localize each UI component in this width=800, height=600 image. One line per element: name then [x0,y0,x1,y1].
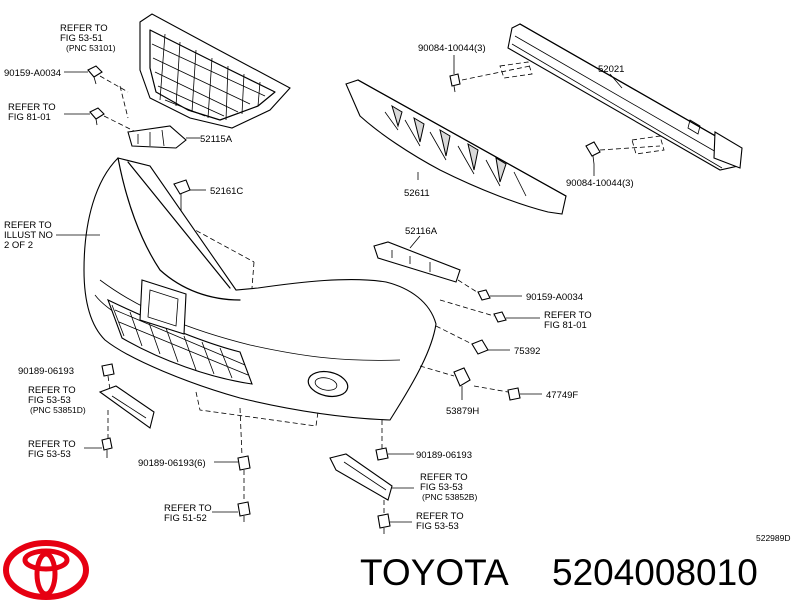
ref-5152-line1: REFER TO [164,503,212,514]
part-90159-right: 90159-A0034 [526,292,583,303]
part-90189-six: 90189-06193(6) [138,458,206,469]
screw-47749F [507,387,521,401]
clip-75392 [471,339,489,355]
bumper-reinforcement-52021 [507,23,743,171]
clip-90159-top [87,65,103,85]
grille-ref-line3: (PNC 53101) [66,43,116,53]
screw-left-lower [101,437,113,458]
bracket-52115A [127,125,187,149]
ref-81-right-line1: REFER TO [544,310,592,321]
part-52161C: 52161C [210,186,243,197]
part-47749F: 47749F [546,390,578,401]
bolt-90084-top [449,73,461,93]
fog-lamp-opening [307,370,349,398]
part-90084-bottom: 90084-10044(3) [566,178,634,189]
clip-90189-six [237,455,251,471]
ref-81-top-line2: FIG 81-01 [8,112,51,123]
ref-81-right-line2: FIG 81-01 [544,320,587,331]
toyota-logo-icon [3,540,89,600]
screw-right-lower [377,513,391,534]
diagram-code: 522989D [756,533,791,543]
ref-5353-left2-line2: FIG 53-53 [28,449,71,460]
part-number: 5204008010 [552,552,758,593]
ref-5353-left-line3: (PNC 53851D) [30,405,86,415]
clip-90189-left [101,363,115,377]
bracket-52116A [373,241,461,283]
ref-5152-line2: FIG 51-52 [164,513,207,524]
front-bumper-cover [83,157,437,421]
clip-52161C [173,179,191,206]
radiator-grille [139,13,291,129]
clip-53879H [453,367,471,400]
ref-5353-right-line1: REFER TO [420,472,468,483]
part-53879H: 53879H [446,406,479,417]
ref-5353-right2-line1: REFER TO [416,511,464,522]
clip-90159-right [477,289,491,301]
illust-ref-line3: 2 OF 2 [4,240,33,251]
clip-81-01-right [493,311,507,323]
part-90159-top: 90159-A0034 [4,68,61,79]
part-52115A: 52115A [200,134,233,145]
ref-5353-right2-line2: FIG 53-53 [416,521,459,532]
screw-51-52 [237,501,251,522]
illust-ref-line1: REFER TO [4,220,52,231]
ref-5353-left-line1: REFER TO [28,385,76,396]
energy-absorber-52611 [345,79,567,215]
part-52021: 52021 [598,64,624,75]
grille-ref-line2: FIG 53-51 [60,33,103,44]
ref-5353-left-line2: FIG 53-53 [28,395,71,406]
part-90189-left: 90189-06193 [18,366,74,377]
part-90084-top: 90084-10044(3) [418,43,486,54]
ref-5353-right-line2: FIG 53-53 [420,482,463,493]
ref-81-top-line1: REFER TO [8,102,56,113]
clip-90189-right [375,447,389,461]
brand-name: TOYOTA [360,552,509,593]
part-75392: 75392 [514,346,540,357]
ref-5353-left2-line1: REFER TO [28,439,76,450]
license-plate-bracket [139,279,187,335]
bolt-90084-bottom [585,141,601,165]
part-90189-right: 90189-06193 [416,450,472,461]
part-52611: 52611 [404,188,430,199]
part-52116A: 52116A [405,226,438,237]
deflector-left [98,385,155,429]
grille-ref-line1: REFER TO [60,23,108,34]
deflector-right [329,453,393,501]
illust-ref-line2: ILLUST NO [4,230,53,241]
clip-81-01-top [89,107,105,126]
ref-5353-right-line3: (PNC 53852B) [422,492,477,502]
